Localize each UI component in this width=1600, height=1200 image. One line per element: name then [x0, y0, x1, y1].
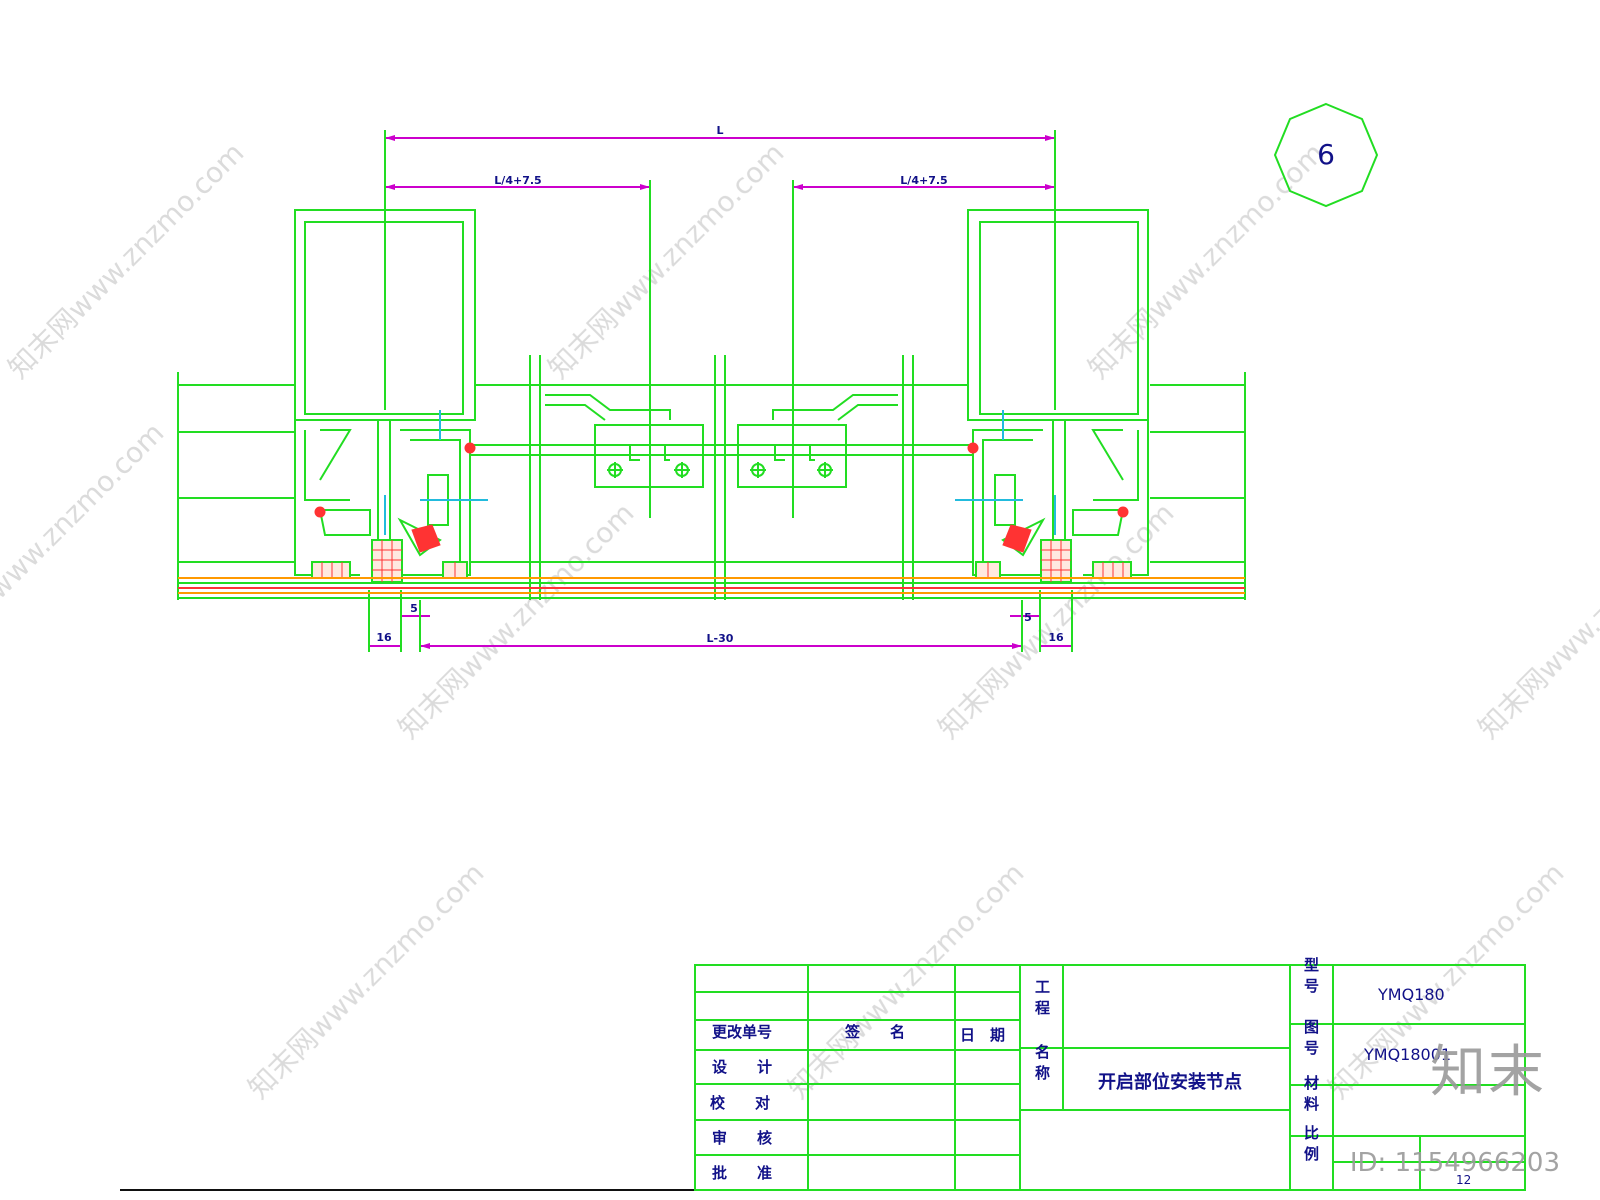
dimension-labels: L L/4+7.5 L/4+7.5 L-30 16 5 5 16: [376, 124, 1064, 645]
label-signature: 签 名: [844, 1023, 905, 1041]
drawing-name: 开启部位安装节点: [1098, 1071, 1242, 1093]
dim-bottom-span: L-30: [707, 632, 734, 645]
watermark-layer: 知末网www.znzmo.com 知末网www.znzmo.com 知末网www…: [0, 136, 1600, 1105]
gasket-hatch: [321, 540, 1124, 582]
watermark-text: 知末网www.znzmo.com: [782, 856, 1031, 1105]
label-date: 日 期: [960, 1026, 1005, 1044]
label-revision-no: 更改单号: [712, 1023, 772, 1041]
label-model: 型号: [1302, 956, 1320, 999]
dim-left-gap: 16: [376, 631, 392, 644]
watermark-text: 知末网www.znzmo.com: [1082, 136, 1331, 385]
label-check: 校 对: [710, 1094, 770, 1112]
watermark-text: 知末网www.znzmo.com: [0, 416, 170, 665]
sheet-count: 12: [1456, 1173, 1471, 1187]
detail-number: 6: [1317, 138, 1335, 171]
detail-number-badge: 6: [1273, 102, 1379, 208]
label-drawing-no: 图号: [1302, 1019, 1320, 1061]
watermark-text: 知末网www.znzmo.com: [1472, 496, 1600, 745]
dimension-lines: [369, 135, 1072, 649]
watermark-text: 知末网www.znzmo.com: [242, 856, 491, 1105]
dim-left-small: 5: [410, 602, 418, 615]
fastener-marks: [314, 442, 1129, 553]
aux-lines: [384, 410, 1056, 535]
dim-left-offset: L/4+7.5: [494, 174, 541, 187]
model-value: YMQ180: [1377, 985, 1445, 1004]
watermark-text: 知末网www.znzmo.com: [542, 136, 791, 385]
section-drawing: [177, 130, 1246, 652]
label-project: 工程: [1033, 979, 1051, 1021]
label-review: 审 核: [712, 1129, 772, 1147]
dim-right-offset: L/4+7.5: [900, 174, 947, 187]
glass-layers: [178, 577, 1245, 599]
document-id: ID: 1154966203: [1349, 1148, 1560, 1178]
watermark-text: 知末网www.znzmo.com: [2, 136, 251, 385]
title-block: 更改单号 签 名 日 期 设 计 校 对 审 核 批 准 开启部位安装节点 工程…: [120, 956, 1526, 1191]
dim-right-gap: 16: [1048, 631, 1064, 644]
dim-right-small: 5: [1024, 611, 1032, 624]
label-material: 材料: [1302, 1074, 1320, 1117]
label-approve: 批 准: [712, 1164, 772, 1182]
label-scale: 比例: [1302, 1124, 1320, 1167]
label-name: 名称: [1033, 1043, 1051, 1086]
dim-overall: L: [716, 124, 723, 137]
brand-watermark: 知末: [1430, 1040, 1546, 1105]
label-design: 设 计: [712, 1058, 772, 1076]
drawing-no-value: YMQ18001: [1363, 1045, 1451, 1064]
